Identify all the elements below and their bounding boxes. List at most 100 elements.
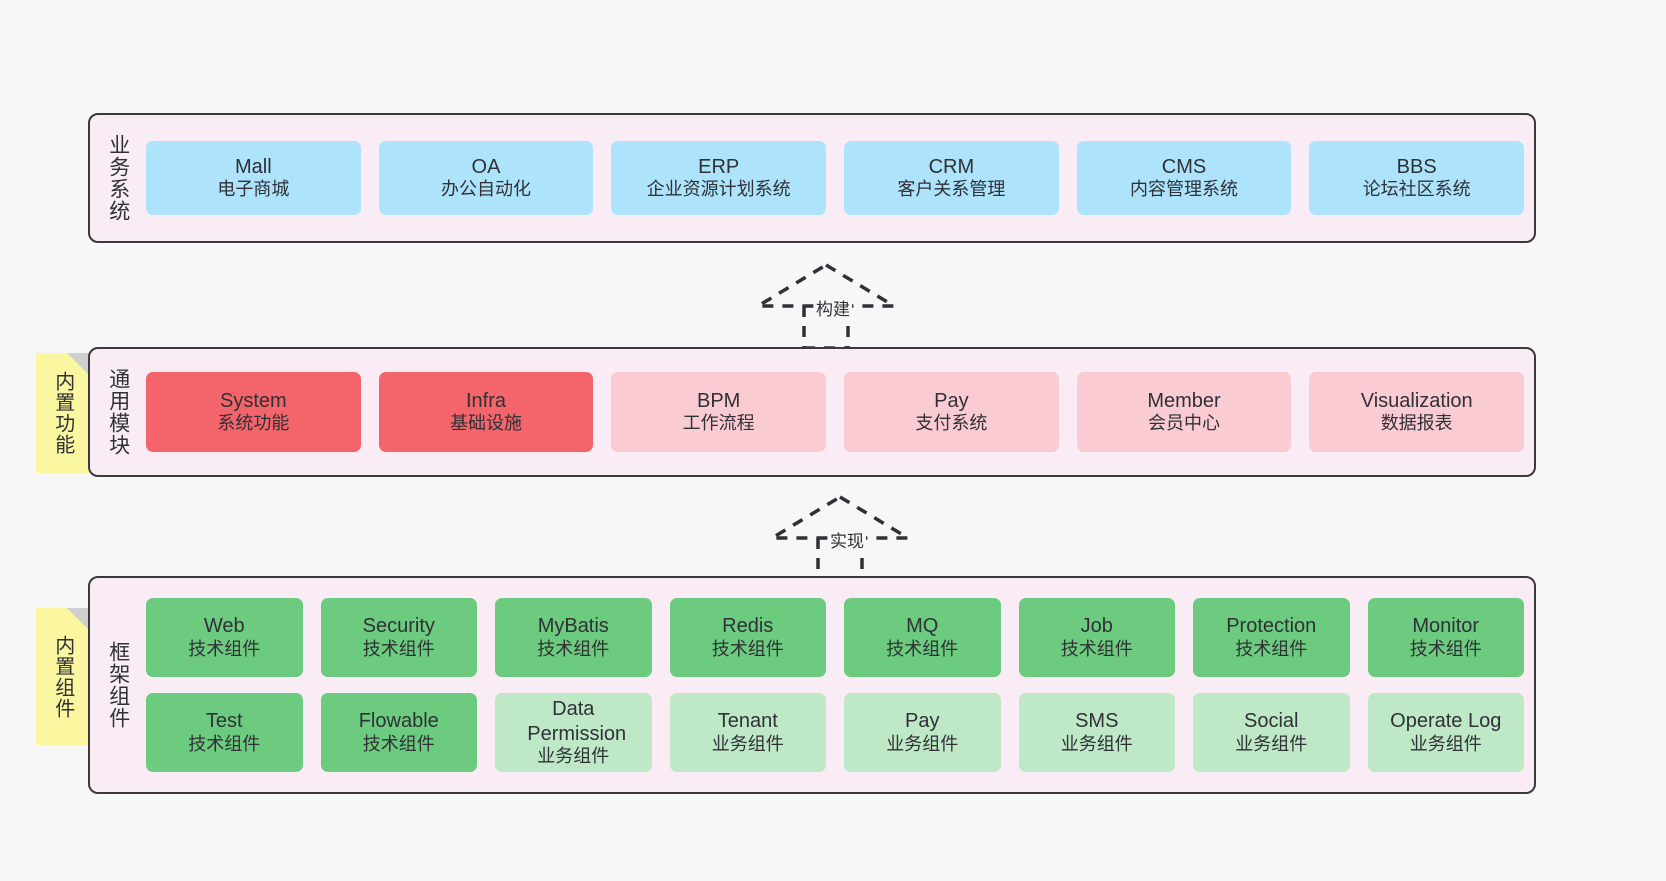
connector-label-implement: 实现 [828,527,866,552]
node-redis[interactable]: Redis 技术组件 [669,598,826,677]
node-subtitle: 业务组件 [1235,733,1308,754]
node-title: Web [203,615,245,638]
node-pay-module[interactable]: Pay 支付系统 [844,372,1059,452]
layer-common-module: 通用模块 System 系统功能 Infra 基础设施 BPM 工作流程 Pay… [88,347,1536,477]
node-subtitle: 办公自动化 [441,179,531,200]
node-title: OA [471,155,501,178]
node-cms[interactable]: CMS 内容管理系统 [1076,141,1292,215]
node-subtitle: 工作流程 [682,413,755,434]
node-title: Flowable [358,710,439,733]
node-crm[interactable]: CRM 客户关系管理 [844,141,1059,215]
node-visualization[interactable]: Visualization 数据报表 [1309,372,1525,452]
layer-title-business-system: 业务系统 [106,134,130,222]
node-subtitle: 技术组件 [362,733,435,754]
layer-business-system: 业务系统 Mall 电子商城 OA 办公自动化 ERP 企业资源计划系统 CRM… [88,113,1536,243]
node-title: Security [362,615,435,638]
node-test[interactable]: Test 技术组件 [146,693,303,772]
connector-label-build: 构建 [814,295,852,320]
node-subtitle: 业务组件 [537,745,610,766]
node-subtitle: 技术组件 [711,638,784,659]
node-mq[interactable]: MQ 技术组件 [844,598,1001,677]
node-pay-component[interactable]: Pay 业务组件 [844,693,1001,772]
node-title: Social [1244,710,1299,733]
node-row: Test 技术组件 Flowable 技术组件 Data Permission … [146,693,1524,772]
layer-body-business-system: Mall 电子商城 OA 办公自动化 ERP 企业资源计划系统 CRM 客户关系… [146,115,1534,241]
node-subtitle: 业务组件 [1060,733,1133,754]
node-title: SMS [1075,710,1119,733]
node-title: CMS [1161,155,1207,178]
node-title: CRM [928,155,975,178]
node-title: MyBatis [537,615,609,638]
node-title: MQ [906,615,939,638]
node-subtitle: 技术组件 [886,638,959,659]
node-subtitle: 技术组件 [1060,638,1133,659]
node-title: Tenant [717,710,778,733]
node-title: Mall [235,155,272,178]
node-protection[interactable]: Protection 技术组件 [1193,598,1350,677]
node-title: Visualization [1360,389,1473,412]
node-infra[interactable]: Infra 基础设施 [378,372,594,452]
node-subtitle: 技术组件 [1409,638,1482,659]
note-builtin-component: 内置组件 [36,608,89,745]
node-subtitle: 技术组件 [188,733,261,754]
node-subtitle: 技术组件 [362,638,435,659]
node-subtitle: 论坛社区系统 [1362,179,1471,200]
node-title: Pay [905,710,940,733]
node-monitor[interactable]: Monitor 技术组件 [1367,598,1524,677]
note-text: 内置组件 [51,634,74,719]
node-bbs[interactable]: BBS 论坛社区系统 [1309,141,1525,215]
node-row: Web 技术组件 Security 技术组件 MyBatis 技术组件 Redi… [146,598,1524,677]
node-title: Job [1080,615,1113,638]
node-subtitle: 企业资源计划系统 [646,179,791,200]
node-job[interactable]: Job 技术组件 [1018,598,1175,677]
layer-title-framework-component: 框架组件 [106,641,130,729]
node-member[interactable]: Member 会员中心 [1076,372,1292,452]
layer-title-common-module: 通用模块 [106,368,130,456]
node-title: BBS [1396,155,1437,178]
layer-framework-component: 框架组件 Web 技术组件 Security 技术组件 MyBatis 技术组件… [88,576,1536,794]
node-subtitle: 会员中心 [1148,413,1221,434]
node-oa[interactable]: OA 办公自动化 [378,141,594,215]
node-operate-log[interactable]: Operate Log 业务组件 [1367,693,1524,772]
node-title: Test [205,710,243,733]
node-subtitle: 内容管理系统 [1130,179,1239,200]
node-subtitle: 技术组件 [188,638,261,659]
note-builtin-function: 内置功能 [36,353,89,473]
node-title: Pay [934,389,969,412]
node-subtitle: 技术组件 [537,638,610,659]
node-title: Monitor [1412,615,1480,638]
node-erp[interactable]: ERP 企业资源计划系统 [611,141,827,215]
node-row: System 系统功能 Infra 基础设施 BPM 工作流程 Pay 支付系统… [146,372,1525,452]
layer-body-framework-component: Web 技术组件 Security 技术组件 MyBatis 技术组件 Redi… [146,578,1534,792]
node-title: System [219,389,287,412]
node-title: BPM [697,389,741,412]
node-flowable[interactable]: Flowable 技术组件 [320,693,477,772]
node-mybatis[interactable]: MyBatis 技术组件 [495,598,652,677]
node-title: Redis [722,615,774,638]
node-system[interactable]: System 系统功能 [146,372,361,452]
node-subtitle: 客户关系管理 [897,179,1006,200]
node-subtitle: 电子商城 [217,179,290,200]
node-subtitle: 业务组件 [711,733,784,754]
node-subtitle: 支付系统 [915,413,988,434]
note-text: 内置功能 [51,371,74,455]
node-subtitle: 技术组件 [1235,638,1308,659]
node-title: Member [1147,389,1221,412]
node-social[interactable]: Social 业务组件 [1193,693,1350,772]
connector-build: 构建 [751,262,901,350]
node-security[interactable]: Security 技术组件 [320,598,477,677]
node-title: Data Permission [527,698,627,745]
connector-implement: 实现 [765,494,915,582]
node-bpm[interactable]: BPM 工作流程 [611,372,827,452]
node-sms[interactable]: SMS 业务组件 [1018,693,1175,772]
node-data-permission[interactable]: Data Permission 业务组件 [495,693,652,772]
node-tenant[interactable]: Tenant 业务组件 [669,693,826,772]
node-subtitle: 业务组件 [886,733,959,754]
node-web[interactable]: Web 技术组件 [146,598,303,677]
node-subtitle: 基础设施 [450,413,522,434]
node-title: Infra [465,389,507,412]
node-title: ERP [698,155,740,178]
node-mall[interactable]: Mall 电子商城 [146,141,361,215]
node-subtitle: 业务组件 [1409,733,1482,754]
